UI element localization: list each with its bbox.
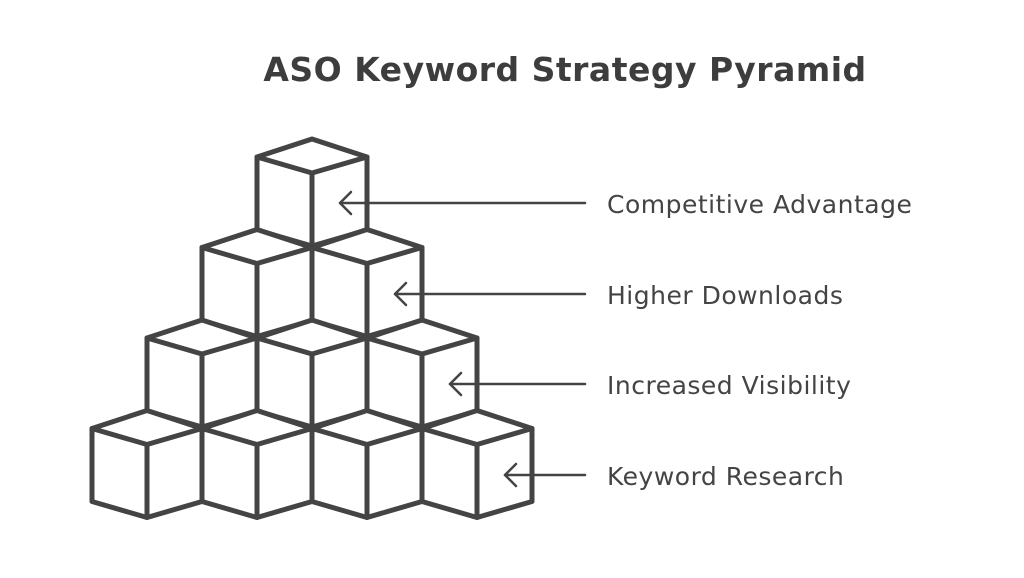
- cube: [254, 317, 370, 430]
- arrow-left-icon: [448, 371, 587, 397]
- level-label-competitive-advantage: Competitive Advantage: [607, 190, 913, 219]
- arrow-left-icon: [393, 281, 587, 307]
- level-label-increased-visibility: Increased Visibility: [607, 371, 852, 400]
- diagram-title: ASO Keyword Strategy Pyramid: [263, 50, 867, 89]
- cube: [199, 408, 315, 520]
- cube: [89, 408, 205, 520]
- cube: [144, 317, 260, 430]
- arrow-left-icon: [503, 462, 587, 488]
- cube: [419, 408, 535, 520]
- arrow-left-icon: [338, 190, 587, 216]
- level-label-keyword-research: Keyword Research: [607, 462, 845, 491]
- level-label-higher-downloads: Higher Downloads: [607, 281, 844, 310]
- cube: [309, 408, 425, 520]
- cube: [199, 227, 315, 339]
